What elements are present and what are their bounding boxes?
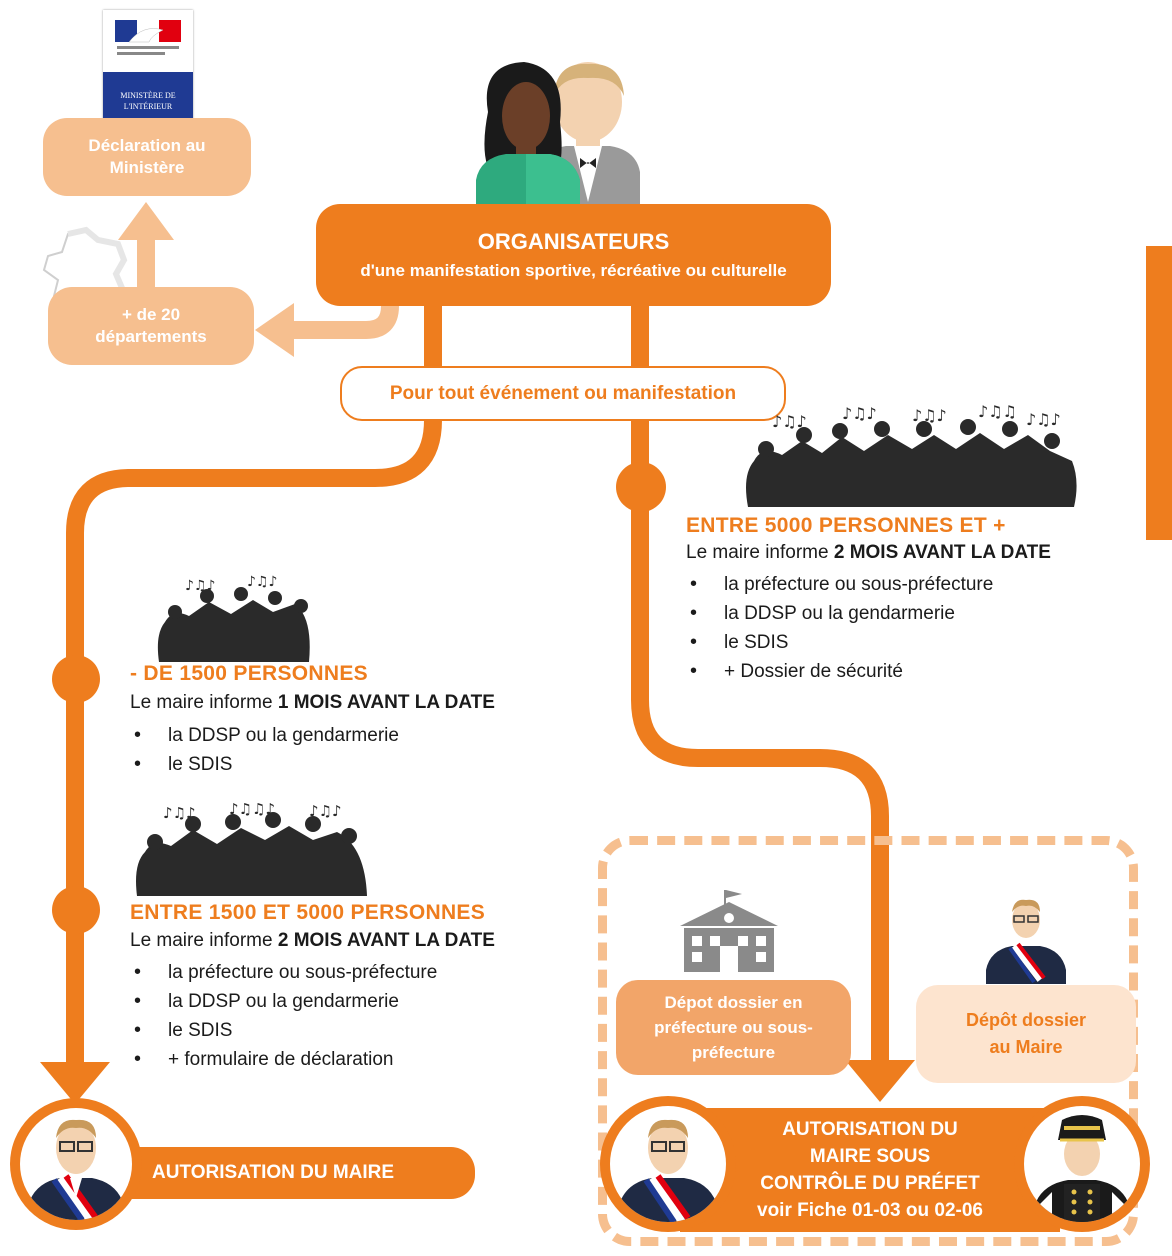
organisers-illustration xyxy=(476,62,640,207)
section-moins-1500-info: Le maire informe 1 MOIS AVANT LA DATE xyxy=(130,692,495,714)
ministere-logo-text: MINISTÈRE DE L'INTÉRIEUR xyxy=(120,91,176,111)
left-branch-arrowhead xyxy=(40,1062,110,1104)
dot-moins-1500 xyxy=(52,655,100,703)
section-moins-1500-info-emph: 1 MOIS AVANT LA DATE xyxy=(277,692,495,713)
ministere-logo: MINISTÈRE DE L'INTÉRIEUR xyxy=(103,10,193,130)
svg-text:♪♫♪: ♪♫♪ xyxy=(772,412,807,431)
list-item: la DDSP ou la gendarmerie xyxy=(130,721,399,750)
svg-text:♪♫♫: ♪♫♫ xyxy=(978,405,1017,421)
organisateurs-box: ORGANISATEURS d'une manifestation sporti… xyxy=(316,204,831,306)
declaration-ministere-box: Déclaration au Ministère xyxy=(43,118,251,196)
dot-plus-5000 xyxy=(616,462,666,512)
crowd-large-icon: ♪♫♪ ♪♫♪ ♪♫♪ ♪♫♫ ♪♫♪ xyxy=(746,405,1077,507)
depot-prefecture-label: Dépot dossier en préfecture ou sous-préf… xyxy=(654,993,813,1062)
maire-small-icon xyxy=(986,899,1066,984)
autorisation-prefet-line1: AUTORISATION DU xyxy=(782,1119,958,1140)
town-hall-icon xyxy=(680,890,778,972)
section-moins-1500-info-prefix: Le maire informe xyxy=(130,692,278,713)
crowd-medium-icon: ♪♫♪ ♪♫♫♪ ♪♫♪ xyxy=(136,800,367,896)
departements-label: + de 20 départements xyxy=(95,305,207,346)
list-item: la DDSP ou la gendarmerie xyxy=(130,987,437,1016)
autorisation-prefet-box: AUTORISATION DU MAIRE SOUS CONTRÔLE DU P… xyxy=(680,1108,1060,1232)
maire-portrait xyxy=(20,1108,132,1220)
departements-connector xyxy=(290,300,399,339)
depot-maire-label: Dépôt dossier au Maire xyxy=(965,1010,1087,1057)
svg-text:♪♫♪: ♪♫♪ xyxy=(842,405,877,423)
list-item: le SDIS xyxy=(686,628,993,657)
section-plus-5000-info-emph: 2 MOIS AVANT LA DATE xyxy=(833,542,1051,563)
pour-tout-evenement-box: Pour tout événement ou manifestation xyxy=(340,366,786,421)
autorisation-maire-label: AUTORISATION DU MAIRE xyxy=(152,1162,395,1183)
svg-text:♪♫♫♪: ♪♫♫♪ xyxy=(229,800,275,818)
list-item: + Dossier de sécurité xyxy=(686,657,993,686)
section-entre-1500-5000-heading: ENTRE 1500 ET 5000 PERSONNES xyxy=(130,901,486,924)
prefet-portrait xyxy=(1024,1106,1140,1222)
prefet-avatar-icon xyxy=(1034,1115,1130,1222)
right-branch-arrowhead xyxy=(845,1060,915,1102)
prefet-maire-portrait xyxy=(610,1106,726,1222)
list-item: + formulaire de déclaration xyxy=(130,1045,437,1074)
declaration-ministere-label: Déclaration au Ministère xyxy=(88,136,206,177)
crowd-small-icon: ♪♫♪ ♪♫♪ xyxy=(157,574,310,662)
organisateurs-title: ORGANISATEURS xyxy=(477,229,670,254)
svg-text:♪♫♪: ♪♫♪ xyxy=(912,406,947,425)
list-item: la DDSP ou la gendarmerie xyxy=(686,599,993,628)
ministere-arrowhead xyxy=(118,202,174,240)
pour-tout-evenement-label: Pour tout événement ou manifestation xyxy=(389,382,737,404)
depot-prefecture-box: Dépot dossier en préfecture ou sous-préf… xyxy=(616,980,851,1075)
section-entre-1500-5000-info: Le maire informe 2 MOIS AVANT LA DATE xyxy=(130,930,495,952)
section-entre-1500-5000-info-emph: 2 MOIS AVANT LA DATE xyxy=(277,930,495,951)
departements-box: + de 20 départements xyxy=(48,287,254,365)
autorisation-prefet-line4: voir Fiche 01-03 ou 02-06 xyxy=(757,1200,983,1221)
svg-text:♪♫♪: ♪♫♪ xyxy=(185,578,215,594)
autorisation-prefet-line3: CONTRÔLE DU PRÉFET xyxy=(760,1173,980,1194)
svg-text:♪♫♪: ♪♫♪ xyxy=(163,804,196,822)
section-plus-5000-info-prefix: Le maire informe xyxy=(686,542,834,563)
autorisation-maire-bar: AUTORISATION DU MAIRE xyxy=(112,1147,475,1199)
dot-entre-1500-5000 xyxy=(52,886,100,934)
ministere-connector xyxy=(137,238,155,288)
depot-maire-box: Dépôt dossier au Maire xyxy=(916,985,1136,1083)
list-item: le SDIS xyxy=(130,1016,437,1045)
section-plus-5000-list: la préfecture ou sous-préfecture la DDSP… xyxy=(686,570,993,686)
section-plus-5000-info: Le maire informe 2 MOIS AVANT LA DATE xyxy=(686,542,1051,564)
list-item: la préfecture ou sous-préfecture xyxy=(130,958,437,987)
section-entre-1500-5000-info-prefix: Le maire informe xyxy=(130,930,278,951)
section-plus-5000-heading: ENTRE 5000 PERSONNES ET + xyxy=(686,514,1006,537)
organisateurs-subtitle: d'une manifestation sportive, récréative… xyxy=(360,261,787,280)
list-item: le SDIS xyxy=(130,750,399,779)
maire-avatar-icon xyxy=(28,1119,124,1220)
side-accent-bar xyxy=(1146,246,1172,540)
section-entre-1500-5000-list: la préfecture ou sous-préfecture la DDSP… xyxy=(130,958,437,1074)
list-item: la préfecture ou sous-préfecture xyxy=(686,570,993,599)
svg-text:♪♫♪: ♪♫♪ xyxy=(1026,410,1061,429)
autorisation-prefet-line2: MAIRE SOUS xyxy=(809,1146,931,1167)
left-branch-line xyxy=(66,306,442,1068)
section-moins-1500-list: la DDSP ou la gendarmerie le SDIS xyxy=(130,721,399,779)
right-branch-line xyxy=(631,306,889,1066)
section-moins-1500-heading: - DE 1500 PERSONNES xyxy=(130,662,368,685)
marianne-emblem-icon xyxy=(115,20,181,55)
svg-text:♪♫♪: ♪♫♪ xyxy=(309,802,342,820)
departements-arrowhead xyxy=(255,303,294,357)
maire-avatar-icon-2 xyxy=(618,1119,718,1222)
svg-text:♪♫♪: ♪♫♪ xyxy=(247,574,277,590)
